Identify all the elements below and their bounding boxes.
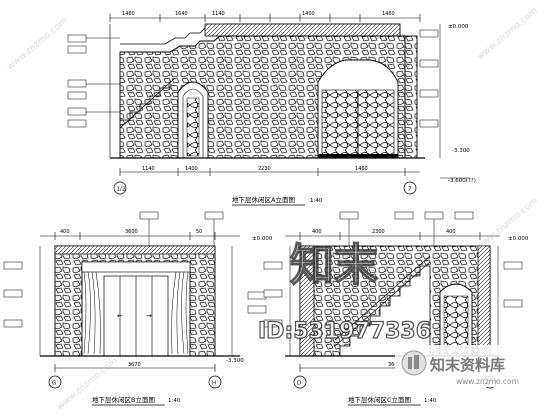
bottom-dim-1: 1140 xyxy=(142,166,155,172)
level-top-b: ±0.000 xyxy=(252,236,273,242)
watermark-logo-text: 知末 xyxy=(290,240,378,291)
brand-badge: 知末资料库 www.znzmo.com xyxy=(395,345,555,387)
c-dim-1: 400 xyxy=(312,229,322,235)
level-mid-a: -3.300 xyxy=(452,148,470,154)
watermark-id-text: ID:531977336 xyxy=(258,319,431,344)
caption-view-c: 地下层休闲区C立面图 xyxy=(348,395,411,404)
svg-text:7: 7 xyxy=(408,187,412,193)
right-annotations-a xyxy=(419,24,441,158)
top-dimension-chain xyxy=(109,14,421,22)
b-dim-2: 3600 xyxy=(125,229,138,235)
top-dim-3: 1140 xyxy=(212,11,225,17)
level-bottom-b: -3.300 xyxy=(226,358,244,364)
c-dim-3: 400 xyxy=(446,229,456,235)
watermark-tile-5: www.znzmo.com xyxy=(476,196,540,252)
caption-view-a: 地下层休闲区A立面图 xyxy=(232,195,295,204)
header-beam-b xyxy=(54,245,216,255)
bottom-dim-3: 2230 xyxy=(258,166,271,172)
svg-text:1/2: 1/2 xyxy=(117,187,126,193)
door-arrow-right-icon: → xyxy=(146,312,152,320)
b-total-dim: 3670 xyxy=(128,362,141,368)
level-bottom-a: -3.600(??) xyxy=(448,178,476,184)
b-dim-3: 50 xyxy=(196,229,202,235)
axis-bubble-b-left: G xyxy=(48,375,62,389)
brand-name: 知末资料库 xyxy=(430,356,505,374)
elevation-view-a: 1460 1640 1140 1400 1460 xyxy=(67,11,476,206)
top-dim-2: 1640 xyxy=(175,11,188,17)
elevation-view-b: 400 3600 50 ← → xyxy=(3,211,273,406)
level-top-c: ±0.000 xyxy=(508,236,529,242)
top-dim-5: 1460 xyxy=(382,11,395,17)
stair-outline xyxy=(119,77,176,129)
svg-text:G: G xyxy=(52,381,56,387)
pier-right-c xyxy=(477,245,491,357)
b-dim-1: 400 xyxy=(60,229,70,235)
watermark-tile-3: www.znzmo.com xyxy=(476,6,540,62)
axis-bubble-a-left: 1/2 xyxy=(113,181,127,195)
brand-logo-icon xyxy=(401,350,427,376)
bottom-dim-4: 1460 xyxy=(355,166,368,172)
wall-pier-right xyxy=(404,35,418,159)
arched-niche xyxy=(177,81,209,159)
c-dim-2: 2300 xyxy=(372,229,385,235)
axis-bubble-b-right: H xyxy=(208,375,222,389)
svg-text:H: H xyxy=(212,381,216,387)
carved-gate xyxy=(317,59,399,159)
bottom-dim-2: 1400 xyxy=(185,166,198,172)
ornate-door-c xyxy=(439,283,473,357)
watermark-tile-1: www.znzmo.com xyxy=(6,16,70,72)
top-dim-4: 1400 xyxy=(302,11,315,17)
top-dim-1: 1460 xyxy=(122,11,135,17)
level-top-a: ±0.000 xyxy=(448,24,469,30)
left-annotations-a xyxy=(67,34,120,128)
caption-view-b: 地下层休闲区B立面图 xyxy=(92,395,155,404)
svg-text:D: D xyxy=(297,381,301,387)
axis-bubble-a-right: 7 xyxy=(403,181,417,195)
door-arrow-left-icon: ← xyxy=(117,312,123,320)
brand-url: www.znzmo.com xyxy=(456,377,519,386)
scale-view-c: 1:40 xyxy=(424,398,437,404)
axis-bubble-c-left: D xyxy=(293,375,307,389)
staircase-c xyxy=(334,255,431,357)
scale-view-a: 1:40 xyxy=(310,198,323,204)
c-total-dim: 3600 xyxy=(388,362,401,368)
curtain-window: ← → xyxy=(81,261,191,357)
scale-view-b: 1:40 xyxy=(168,398,181,404)
